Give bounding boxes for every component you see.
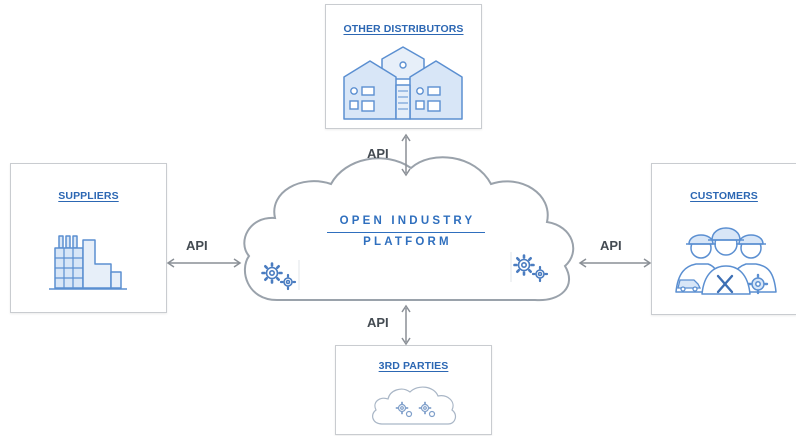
platform-title-line2: PLATFORM	[363, 236, 452, 248]
platform-cloud: OPEN INDUSTRY PLATFORM	[235, 150, 580, 310]
gears-icon	[259, 258, 303, 292]
connector-arrow-right	[578, 256, 652, 270]
factory-icon	[49, 230, 127, 292]
node-customers: CUSTOMERS	[651, 163, 796, 315]
cloud-gears-icon	[368, 384, 460, 428]
node-customers-label: CUSTOMERS	[690, 190, 758, 202]
node-3rd-parties: 3RD PARTIES	[335, 345, 492, 435]
workers-icon	[674, 218, 778, 298]
api-label-bottom: API	[367, 315, 389, 330]
api-label-left: API	[186, 238, 208, 253]
platform-title-rule	[327, 232, 485, 233]
gears-icon	[509, 250, 553, 284]
api-label-right: API	[600, 238, 622, 253]
platform-title-line1: OPEN INDUSTRY	[339, 215, 476, 227]
node-3rd-parties-label: 3RD PARTIES	[378, 360, 449, 372]
node-other-distributors-label: OTHER DISTRIBUTORS	[343, 23, 464, 35]
connector-arrow-left	[166, 256, 242, 270]
warehouse-buildings-icon	[340, 45, 466, 121]
connector-arrow-bottom	[399, 304, 413, 346]
api-label-top: API	[367, 146, 389, 161]
cloud-shape	[243, 156, 575, 302]
node-suppliers-label: SUPPLIERS	[58, 190, 119, 202]
node-other-distributors: OTHER DISTRIBUTORS	[325, 4, 482, 129]
node-suppliers: SUPPLIERS	[10, 163, 167, 313]
connector-arrow-top	[399, 133, 413, 177]
